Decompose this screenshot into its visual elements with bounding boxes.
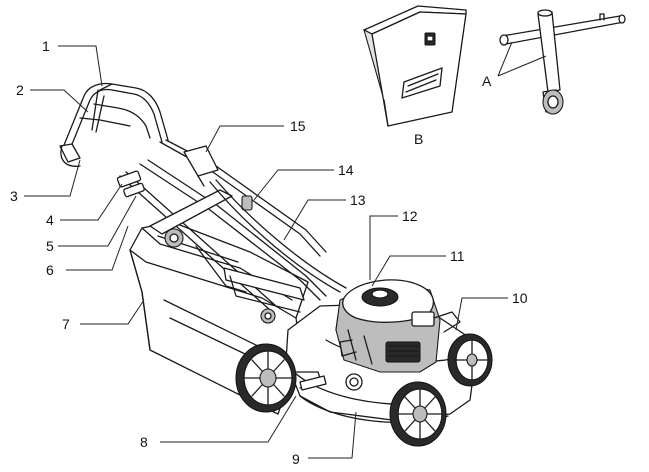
callout-a: A: [482, 73, 492, 89]
height-adjust-lever: [299, 375, 327, 391]
front-wheel-far: [447, 333, 493, 387]
handle-assembly: [59, 82, 347, 324]
accessory-b-mulch-plug: [363, 5, 467, 127]
callout-1: 1: [42, 38, 50, 54]
front-wheel: [389, 381, 447, 447]
callout-2: 2: [16, 82, 24, 98]
callout-14: 14: [338, 162, 354, 178]
callout-11: 11: [450, 248, 465, 264]
callout-5: 5: [46, 238, 54, 254]
callout-9: 9: [292, 451, 300, 467]
engine: [335, 279, 461, 373]
callout-3: 3: [10, 188, 18, 204]
callout-7: 7: [62, 316, 70, 332]
callout-13: 13: [350, 192, 366, 208]
callout-6: 6: [46, 262, 54, 278]
callout-10: 10: [512, 290, 528, 306]
callout-15: 15: [290, 118, 306, 134]
callout-12: 12: [402, 208, 418, 224]
accessory-a-spanner: [499, 9, 626, 115]
callout-8: 8: [140, 434, 148, 450]
callout-4: 4: [46, 212, 54, 228]
callout-b: B: [414, 131, 423, 147]
callout-labels: 1 2 3 4 5 6 7 8 9 10 11 12 13 14 15 A B: [10, 38, 528, 467]
leader-lines: [24, 41, 547, 459]
rear-wheel: [235, 343, 323, 413]
